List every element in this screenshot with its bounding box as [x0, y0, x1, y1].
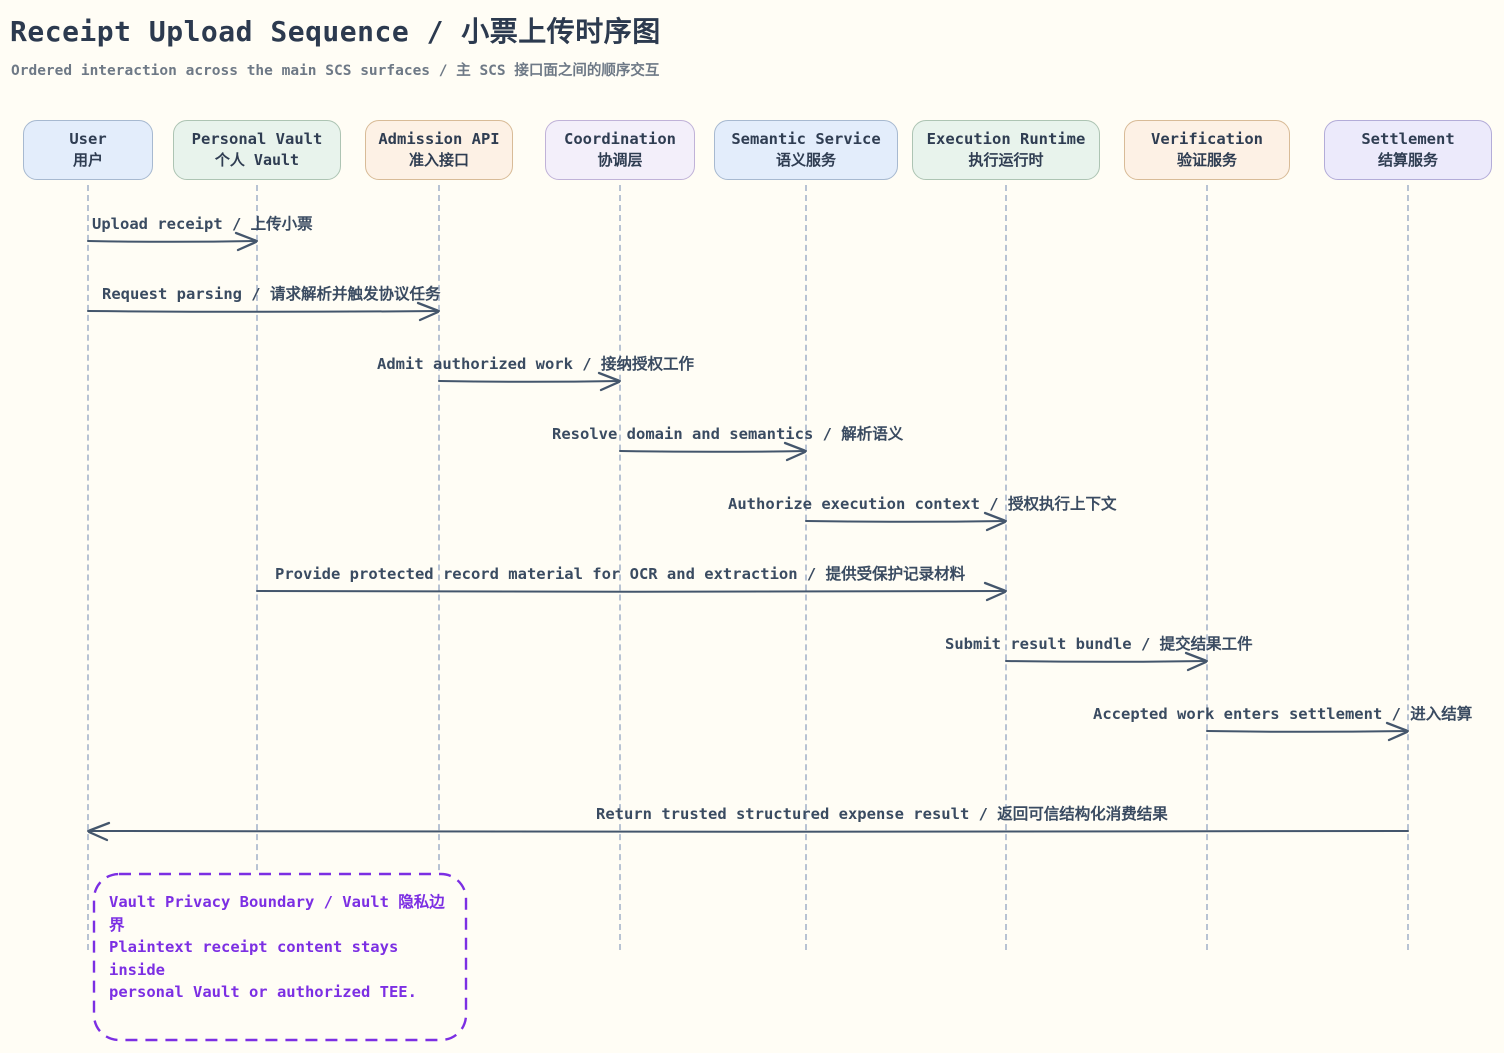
message-arrow-submit-result-bundle — [1005, 651, 1208, 672]
participant-name: Verification — [1151, 129, 1263, 148]
participant-name: Settlement — [1361, 129, 1455, 148]
message-label-return-trusted-structured-expense-result: Return trusted structured expense result… — [596, 805, 1168, 823]
lifeline-personal-vault — [256, 185, 258, 950]
participant-name-zh: 个人 Vault — [214, 151, 300, 170]
message-label-resolve-domain-and-semantics: Resolve domain and semantics / 解析语义 — [552, 425, 904, 443]
participant-name: Personal Vault — [191, 129, 323, 148]
participant-name: Execution Runtime — [926, 129, 1086, 148]
page-subtitle: Ordered interaction across the main SCS … — [11, 63, 660, 79]
message-arrow-accepted-work-enters-settlement — [1206, 721, 1409, 742]
note-text: Vault Privacy Boundary / Vault 隐私边界 Plai… — [109, 893, 445, 1001]
message-label-request-parsing: Request parsing / 请求解析并触发协议任务 — [102, 285, 441, 303]
note-dashed-border — [92, 872, 468, 1042]
participant-settlement: Settlement 结算服务 — [1324, 120, 1492, 180]
participant-name: Coordination — [564, 129, 676, 148]
participant-name-zh: 语义服务 — [775, 151, 836, 170]
participant-execution-runtime: Execution Runtime 执行运行时 — [912, 120, 1100, 180]
participant-name-zh: 协调层 — [597, 151, 643, 170]
participant-personal-vault: Personal Vault 个人 Vault — [173, 120, 341, 180]
page-title: Receipt Upload Sequence / 小票上传时序图 — [10, 15, 661, 48]
message-label-authorize-execution-context: Authorize execution context / 授权执行上下文 — [728, 495, 1117, 513]
message-label-provide-protected-record-material-for-ocr-and-extraction: Provide protected record material for OC… — [275, 565, 966, 583]
lifeline-execution-runtime — [1005, 185, 1007, 950]
participant-coordination: Coordination 协调层 — [545, 120, 695, 180]
message-label-submit-result-bundle: Submit result bundle / 提交结果工件 — [945, 635, 1253, 653]
participant-name: Semantic Service — [731, 129, 881, 148]
lifeline-coordination — [619, 185, 621, 950]
message-arrow-upload-receipt — [87, 231, 258, 252]
message-label-admit-authorized-work: Admit authorized work / 接纳授权工作 — [377, 355, 694, 373]
participant-name-zh: 结算服务 — [1377, 151, 1438, 170]
participant-name-zh: 执行运行时 — [968, 151, 1044, 170]
message-label-upload-receipt: Upload receipt / 上传小票 — [92, 215, 313, 233]
participant-name: Admission API — [378, 129, 500, 148]
participant-admission-api: Admission API 准入接口 — [365, 120, 513, 180]
participant-name-zh: 验证服务 — [1176, 151, 1237, 170]
participant-user: User 用户 — [23, 120, 153, 180]
message-arrow-authorize-execution-context — [805, 511, 1007, 532]
lifeline-admission-api — [438, 185, 440, 950]
message-arrow-return-trusted-structured-expense-result — [87, 821, 1409, 842]
participant-name-zh: 准入接口 — [408, 151, 469, 170]
lifeline-user — [87, 185, 89, 950]
lifeline-settlement — [1407, 185, 1409, 950]
message-label-accepted-work-enters-settlement: Accepted work enters settlement / 进入结算 — [1093, 705, 1473, 723]
lifeline-semantic-service — [805, 185, 807, 950]
participant-semantic-service: Semantic Service 语义服务 — [714, 120, 898, 180]
vault-privacy-note: Vault Privacy Boundary / Vault 隐私边界 Plai… — [92, 872, 468, 1042]
message-arrow-provide-protected-record-material-for-ocr-and-extraction — [256, 581, 1007, 602]
message-arrow-request-parsing — [87, 301, 440, 322]
lifeline-verification — [1206, 185, 1208, 950]
message-arrow-resolve-domain-and-semantics — [619, 441, 807, 462]
participant-name-zh: 用户 — [72, 151, 103, 170]
participant-verification: Verification 验证服务 — [1124, 120, 1290, 180]
participant-name: User — [69, 129, 107, 148]
message-arrow-admit-authorized-work — [438, 371, 621, 392]
